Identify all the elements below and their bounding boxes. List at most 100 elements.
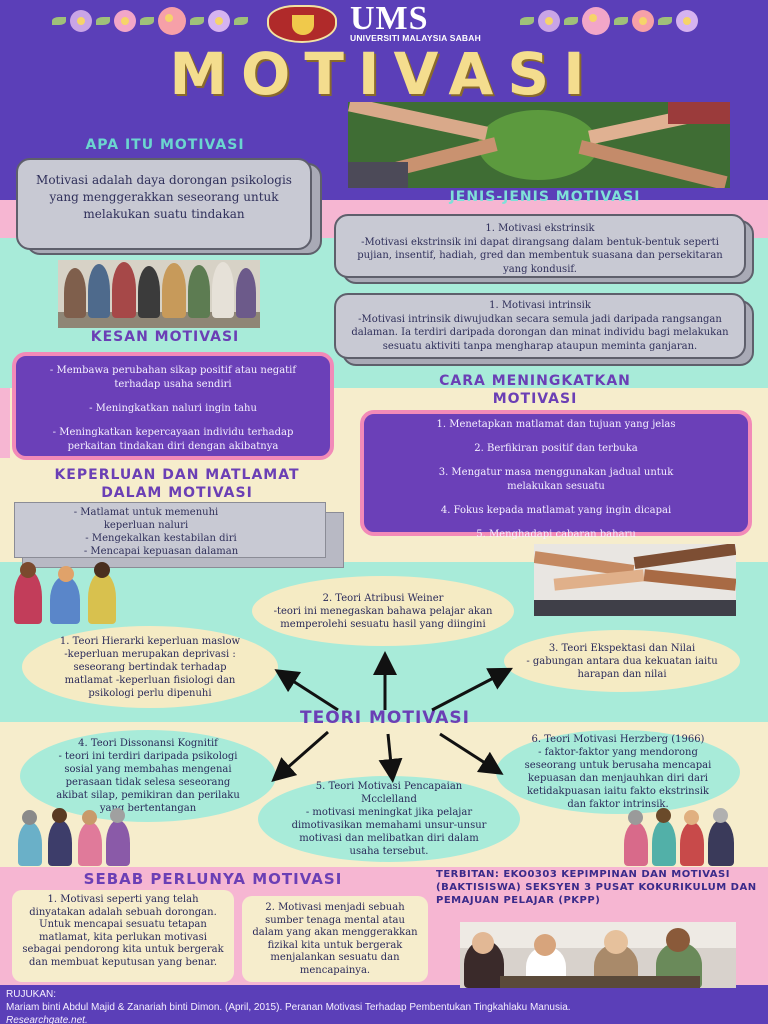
person-figure — [212, 262, 234, 318]
cara-heading-line1: CARA MENINGKATKAN — [439, 373, 631, 389]
flower-icon — [582, 7, 610, 35]
head-icon — [684, 810, 699, 825]
head-icon — [666, 928, 690, 952]
person-figure — [652, 820, 676, 866]
jenis-box-1: 1. Motivasi ekstrinsik -Motivasi ekstrin… — [334, 214, 746, 278]
leaf-icon — [658, 17, 672, 25]
head-icon — [20, 562, 36, 578]
teori-6-text: - faktor-faktor yang mendorong seseorang… — [524, 747, 712, 810]
people-cartoon-left — [10, 562, 130, 624]
teori-2-text: -teori ini menegaskan bahawa pelajar aka… — [273, 605, 493, 630]
flower-icon — [114, 10, 136, 32]
kesan-heading: KESAN MOTIVASI — [90, 329, 240, 345]
kesan-box: - Membawa perubahan sikap positif atau n… — [12, 352, 334, 460]
group-hug-photo — [58, 260, 260, 328]
jenis-2-text: -Motivasi intrinsik diwujudkan secara se… — [351, 313, 729, 352]
sleeve-red — [668, 102, 730, 124]
keperluan-heading: KEPERLUAN DAN MATLAMAT DALAM MOTIVASI — [12, 466, 342, 502]
person-figure — [112, 262, 136, 318]
apa-itu-box: Motivasi adalah daya dorongan psikologis… — [16, 158, 312, 250]
leaf-icon — [96, 17, 110, 25]
leaf-icon — [564, 17, 578, 25]
head-icon — [82, 810, 97, 825]
cara-item-5: 5. Menghadapi cabaran baharu — [476, 529, 636, 540]
head-icon — [472, 932, 494, 954]
flower-icon — [676, 10, 698, 32]
teori-4-title: 4. Teori Dissonansi Kognitif — [78, 738, 218, 749]
rujukan-source: Researchgate.net. — [6, 1014, 766, 1024]
leaf-icon — [234, 17, 248, 25]
terbitan-text: TERBITAN: EKO0303 KEPIMPINAN DAN MOTIVAS… — [436, 869, 757, 906]
teori-5-title: 5. Teori Motivasi Pencapaian Mcclelland — [315, 781, 463, 805]
cara-box: 1. Menetapkan matlamat dan tujuan yang j… — [360, 410, 752, 540]
person-figure — [138, 266, 160, 318]
logo-text: UMS — [350, 0, 429, 37]
cara-item-1: 1. Menetapkan matlamat dan tujuan yang j… — [436, 419, 676, 430]
flower-icon — [208, 10, 230, 32]
people-cartoon-bottom-right — [622, 806, 742, 866]
rujukan-source-link[interactable]: Researchgate.net. — [6, 1015, 88, 1024]
teori-1-oval: 1. Teori Hierarki keperluan maslow -kepe… — [22, 626, 278, 708]
person-figure — [14, 570, 42, 624]
teori-5-oval: 5. Teori Motivasi Pencapaian Mcclelland … — [258, 776, 520, 862]
kesan-item-2: - Meningkatkan naluri ingin tahu — [89, 403, 257, 414]
teori-2-oval: 2. Teori Atribusi Weiner -teori ini mene… — [252, 576, 514, 646]
keperluan-item-3: - Mencapai kepuasan dalaman — [83, 546, 239, 557]
person-figure — [680, 822, 704, 866]
rujukan-text: Mariam binti Abdul Majid & Zanariah bint… — [6, 1002, 571, 1013]
head-icon — [628, 810, 643, 825]
keperluan-paper: - Matlamat untuk memenuhi keperluan nalu… — [14, 502, 326, 558]
teori-1-text: -keperluan merupakan deprivasi : seseora… — [64, 648, 236, 699]
keperluan-heading-line2: DALAM MOTIVASI — [101, 485, 253, 502]
jenis-2-title: 1. Motivasi intrinsik — [489, 300, 591, 311]
teori-3-oval: 3. Teori Ekspektasi dan Nilai - gabungan… — [504, 630, 740, 692]
arrow-to-teori-1 — [274, 669, 339, 712]
teori-3-title: 3. Teori Ekspektasi dan Nilai — [548, 642, 696, 654]
person-figure — [50, 576, 80, 624]
fist-bump-photo — [534, 544, 736, 616]
kesan-item-3: - Meningkatkan kepercayaan individu terh… — [52, 427, 294, 452]
jenis-heading: JENIS-JENIS MOTIVASI — [449, 189, 641, 205]
person-figure — [236, 268, 256, 318]
head-icon — [656, 808, 671, 823]
apa-itu-heading: APA ITU MOTIVASI — [85, 137, 245, 153]
head-icon — [713, 808, 728, 823]
flower-icon — [632, 10, 654, 32]
cara-item-3: 3. Mengatur masa menggunakan jadual untu… — [438, 467, 674, 492]
person-figure — [708, 820, 734, 866]
flower-decoration-left — [52, 6, 248, 36]
teori-heading: TEORI MOTIVASI — [299, 708, 470, 728]
jenis-box-2: 1. Motivasi intrinsik -Motivasi intrinsi… — [334, 293, 746, 359]
cara-item-4: 4. Fokus kepada matlamat yang ingin dica… — [440, 505, 672, 516]
arrow-to-teori-5 — [378, 733, 403, 783]
leaf-icon — [614, 17, 628, 25]
hands-circle-photo — [348, 102, 730, 188]
keperluan-item-2: - Mengekalkan kestabilan diri — [85, 533, 237, 544]
bg-pink-panel-left — [0, 388, 10, 458]
cara-item-2: 2. Berfikiran positif dan terbuka — [474, 443, 638, 454]
leaf-icon — [190, 17, 204, 25]
table-surface — [500, 976, 700, 988]
page-title: MOTIVASI — [169, 40, 599, 108]
person-figure — [88, 264, 110, 318]
table — [534, 600, 736, 616]
head-icon — [110, 808, 125, 823]
rujukan-label: RUJUKAN: — [6, 989, 57, 1000]
keperluan-heading-line1: KEPERLUAN DAN MATLAMAT — [54, 467, 300, 483]
cara-heading: CARA MENINGKATKAN MOTIVASI — [370, 372, 700, 408]
person-figure — [48, 820, 72, 866]
head-icon — [534, 934, 556, 956]
leaf-icon — [140, 17, 154, 25]
jenis-1-title: 1. Motivasi ekstrinsik — [485, 223, 595, 234]
sebab-box-1: 1. Motivasi seperti yang telah dinyataka… — [12, 890, 234, 982]
grass-center — [478, 110, 598, 180]
head-icon — [604, 930, 628, 954]
head-icon — [22, 810, 37, 825]
flower-icon — [158, 7, 186, 35]
cara-heading-line2: MOTIVASI — [492, 391, 578, 408]
university-crest-icon — [267, 5, 337, 43]
students-photo — [460, 922, 736, 988]
teori-6-oval: 6. Teori Motivasi Herzberg (1966) - fakt… — [496, 730, 740, 814]
teori-5-text: - motivasi meningkat jika pelajar dimoti… — [291, 807, 487, 857]
